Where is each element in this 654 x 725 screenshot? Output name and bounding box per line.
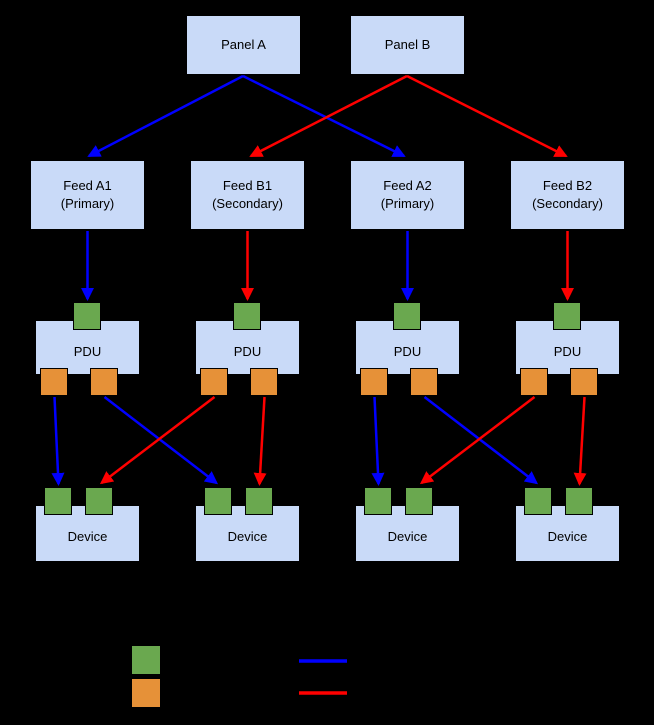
device-1-input-port-left bbox=[44, 487, 72, 515]
arrow-panel-a-to-feed-a2 bbox=[242, 74, 406, 158]
pdu-1-output-port-left bbox=[40, 368, 68, 396]
legend-green-square-swatch bbox=[131, 645, 161, 675]
arrow-pdu-2-left-to-device-1 bbox=[99, 396, 216, 485]
pdu-4-input-port bbox=[553, 302, 581, 330]
device-1-input-port-right bbox=[85, 487, 113, 515]
arrow-pdu-4-left-to-device-3 bbox=[419, 396, 536, 485]
pdu-1-node: PDU bbox=[35, 320, 140, 375]
pdu-3-output-port-left bbox=[360, 368, 388, 396]
arrow-panel-b-to-feed-b1 bbox=[249, 74, 408, 158]
arrow-panel-b-to-feed-b2 bbox=[406, 74, 568, 158]
device-3-input-port-right bbox=[405, 487, 433, 515]
device-4-input-port-left bbox=[524, 487, 552, 515]
pdu-2-output-port-left bbox=[200, 368, 228, 396]
arrow-pdu-2-right-to-device-2 bbox=[253, 396, 267, 486]
feed-a2-node: Feed A2 (Primary) bbox=[350, 160, 465, 230]
feed-b2-node: Feed B2 (Secondary) bbox=[510, 160, 625, 230]
feed-b1-node: Feed B1 (Secondary) bbox=[190, 160, 305, 230]
legend-orange-square-swatch bbox=[131, 678, 161, 708]
device-3-input-port-left bbox=[364, 487, 392, 515]
arrow-pdu-4-right-to-device-4 bbox=[573, 396, 587, 486]
panel-b-node: Panel B bbox=[350, 15, 465, 75]
pdu-2-output-port-right bbox=[250, 368, 278, 396]
device-2-input-port-left bbox=[204, 487, 232, 515]
pdu-4-output-port-right bbox=[570, 368, 598, 396]
feed-a1-node: Feed A1 (Primary) bbox=[30, 160, 145, 230]
pdu-1-input-port bbox=[73, 302, 101, 330]
pdu-2-input-port bbox=[233, 302, 261, 330]
pdu-1-output-port-right bbox=[90, 368, 118, 396]
arrow-panel-a-to-feed-a1 bbox=[87, 74, 244, 158]
arrow-pdu-3-left-to-device-3 bbox=[371, 396, 385, 486]
device-4-input-port-right bbox=[565, 487, 593, 515]
pdu-3-input-port bbox=[393, 302, 421, 330]
arrow-pdu-1-right-to-device-2 bbox=[103, 396, 219, 485]
device-2-input-port-right bbox=[245, 487, 273, 515]
panel-a-node: Panel A bbox=[186, 15, 301, 75]
pdu-3-output-port-right bbox=[410, 368, 438, 396]
pdu-4-output-port-left bbox=[520, 368, 548, 396]
arrow-pdu-1-left-to-device-1 bbox=[51, 396, 65, 486]
arrow-pdu-3-right-to-device-4 bbox=[423, 396, 539, 485]
